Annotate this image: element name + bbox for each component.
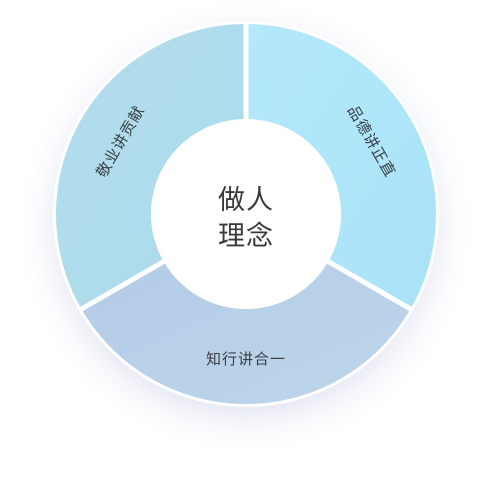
segment-divider — [325, 258, 414, 313]
segment-knowledge-action — [81, 261, 411, 404]
dividers-layer — [78, 22, 414, 313]
segment-knowledge-action-label: 知行讲合一 — [206, 350, 286, 368]
segment-integrity — [246, 24, 436, 309]
center-title-line2: 理念 — [218, 221, 274, 252]
center-title-line1: 做人 — [218, 185, 274, 216]
segment-divider — [78, 258, 167, 313]
center-disc — [151, 119, 341, 309]
segment-dedication — [55, 24, 246, 309]
segments-layer — [55, 24, 436, 404]
